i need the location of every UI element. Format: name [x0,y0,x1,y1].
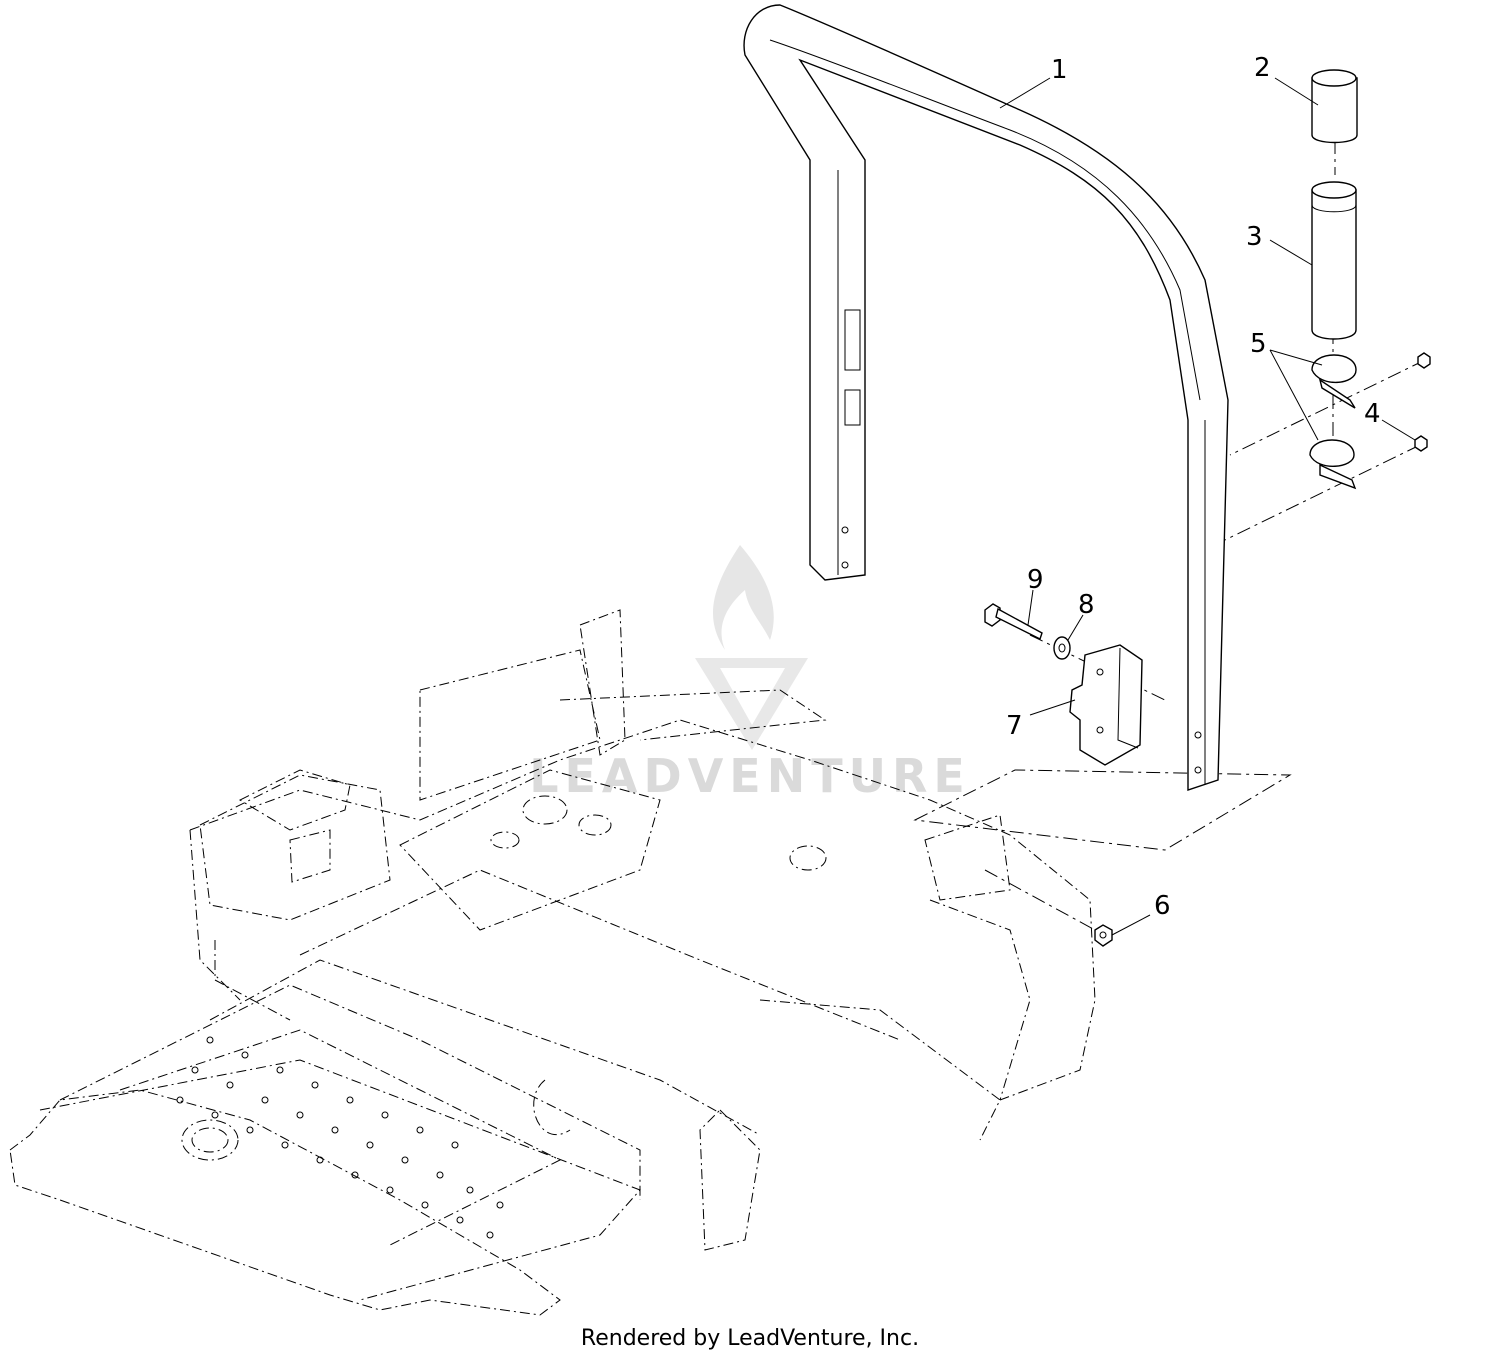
washer [1053,636,1071,660]
watermark-text: LEADVENTURE [529,749,971,803]
callout-8: 8 [1078,590,1095,620]
callouts: 1 2 3 4 5 6 7 8 9 [1006,53,1381,921]
bolt [984,603,1043,640]
callout-3: 3 [1246,222,1263,252]
leadventure-flame-logo-icon [695,545,808,750]
nuts-4 [1414,352,1431,452]
callout-6: 6 [1154,891,1171,921]
bracket [1069,644,1143,766]
floor-holes [176,1036,504,1239]
footer-credit: Rendered by LeadVenture, Inc. [580,1326,920,1351]
nut-6 [1094,924,1113,947]
callout-1: 1 [1051,55,1068,85]
roll-bar [743,4,1229,791]
callout-5: 5 [1250,329,1267,359]
mower-frame [9,609,1096,1316]
callout-4: 4 [1364,399,1381,429]
callout-2: 2 [1254,53,1271,83]
callout-7: 7 [1006,711,1023,741]
clamps [1309,354,1357,490]
leader-lines [999,77,1416,936]
callout-9: 9 [1027,565,1044,595]
cap [1311,69,1358,144]
tube [1311,181,1357,340]
watermark: LEADVENTURE [529,545,971,803]
